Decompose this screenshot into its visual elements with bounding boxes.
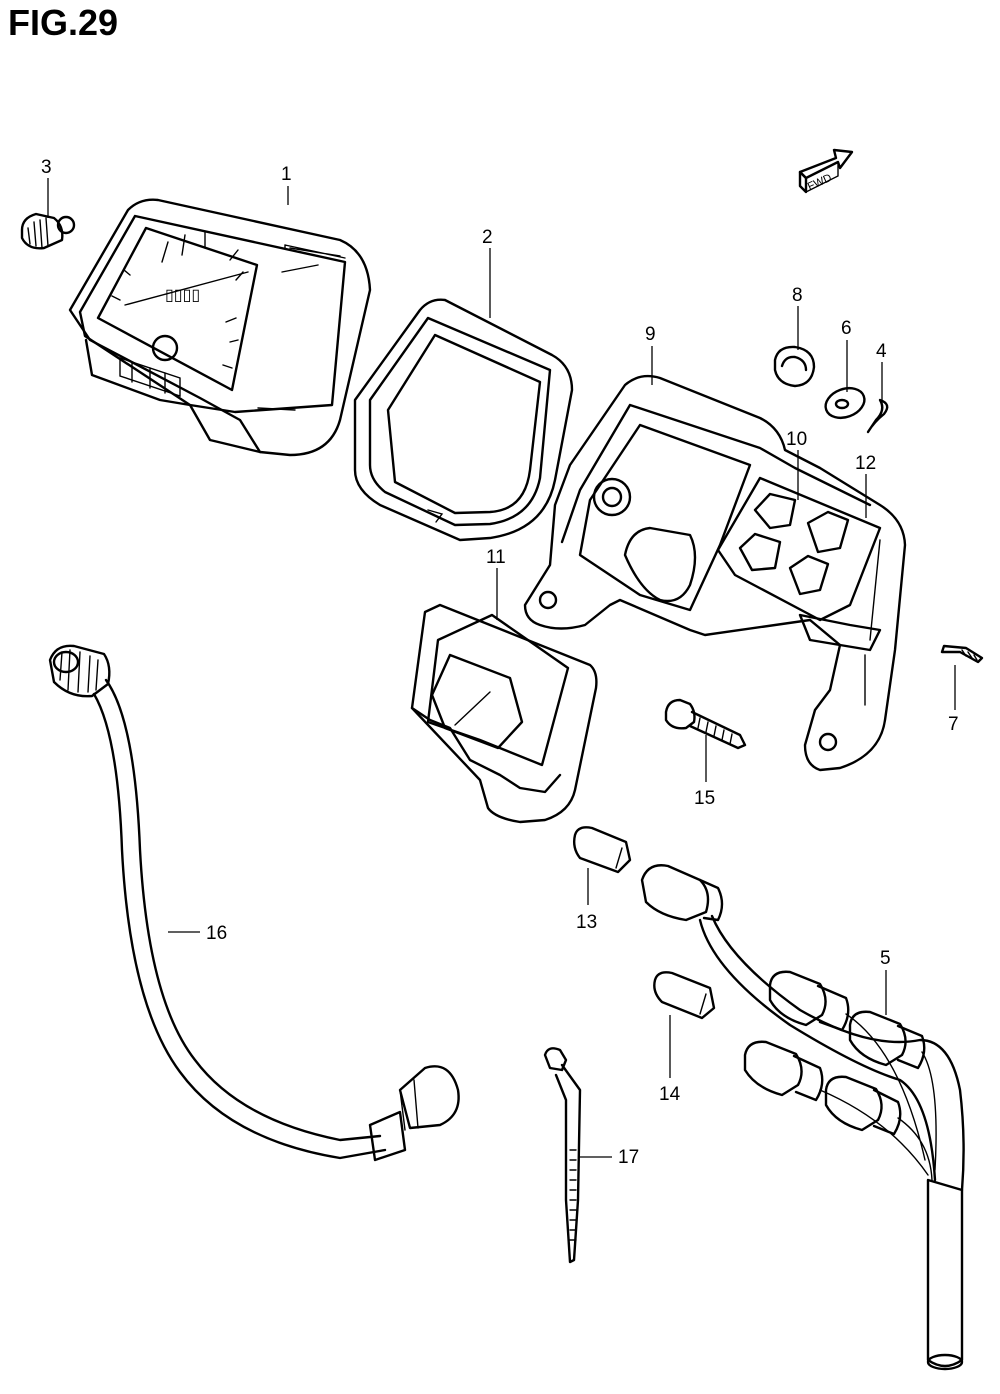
odometer-window: ▯▯▯▯ [165, 287, 200, 304]
callout-12: 12 [855, 453, 876, 474]
speedometer-assembly: ▯▯▯▯ [68, 198, 372, 457]
callout-6: 6 [841, 318, 852, 339]
callout-11: 11 [486, 547, 506, 568]
bulb-14 [653, 971, 716, 1020]
callout-2: 2 [482, 227, 493, 248]
speedometer-cable [48, 644, 460, 1162]
callout-7: 7 [948, 714, 959, 735]
callout-4: 4 [876, 341, 887, 362]
leader-lines [47, 178, 956, 1158]
indicator-lens [410, 603, 598, 824]
callout-13: 13 [576, 912, 597, 933]
figure-title: FIG.29 [8, 2, 119, 43]
callout-3: 3 [41, 157, 52, 178]
bolt [664, 698, 747, 750]
washer [824, 386, 866, 420]
grommet [773, 345, 816, 388]
clip [866, 398, 889, 434]
callout-15: 15 [694, 788, 715, 809]
callout-8: 8 [792, 285, 803, 306]
callout-16: 16 [206, 923, 227, 944]
meter-gasket [353, 298, 574, 542]
cable-tie [543, 1047, 582, 1264]
callout-10: 10 [786, 429, 807, 450]
callout-1: 1 [281, 164, 292, 185]
fwd-arrow-icon: FWD [798, 148, 854, 194]
socket-harness [640, 864, 965, 1371]
callout-14: 14 [659, 1084, 681, 1105]
meter-case [523, 374, 907, 772]
bulb-13 [572, 826, 632, 874]
callout-labels: 1 2 3 4 5 6 7 8 9 10 11 12 13 14 15 16 1… [41, 157, 959, 1168]
callout-17: 17 [618, 1147, 639, 1168]
callout-5: 5 [880, 948, 891, 969]
callout-9: 9 [645, 324, 656, 345]
screw [940, 644, 984, 664]
trip-knob [20, 212, 76, 250]
